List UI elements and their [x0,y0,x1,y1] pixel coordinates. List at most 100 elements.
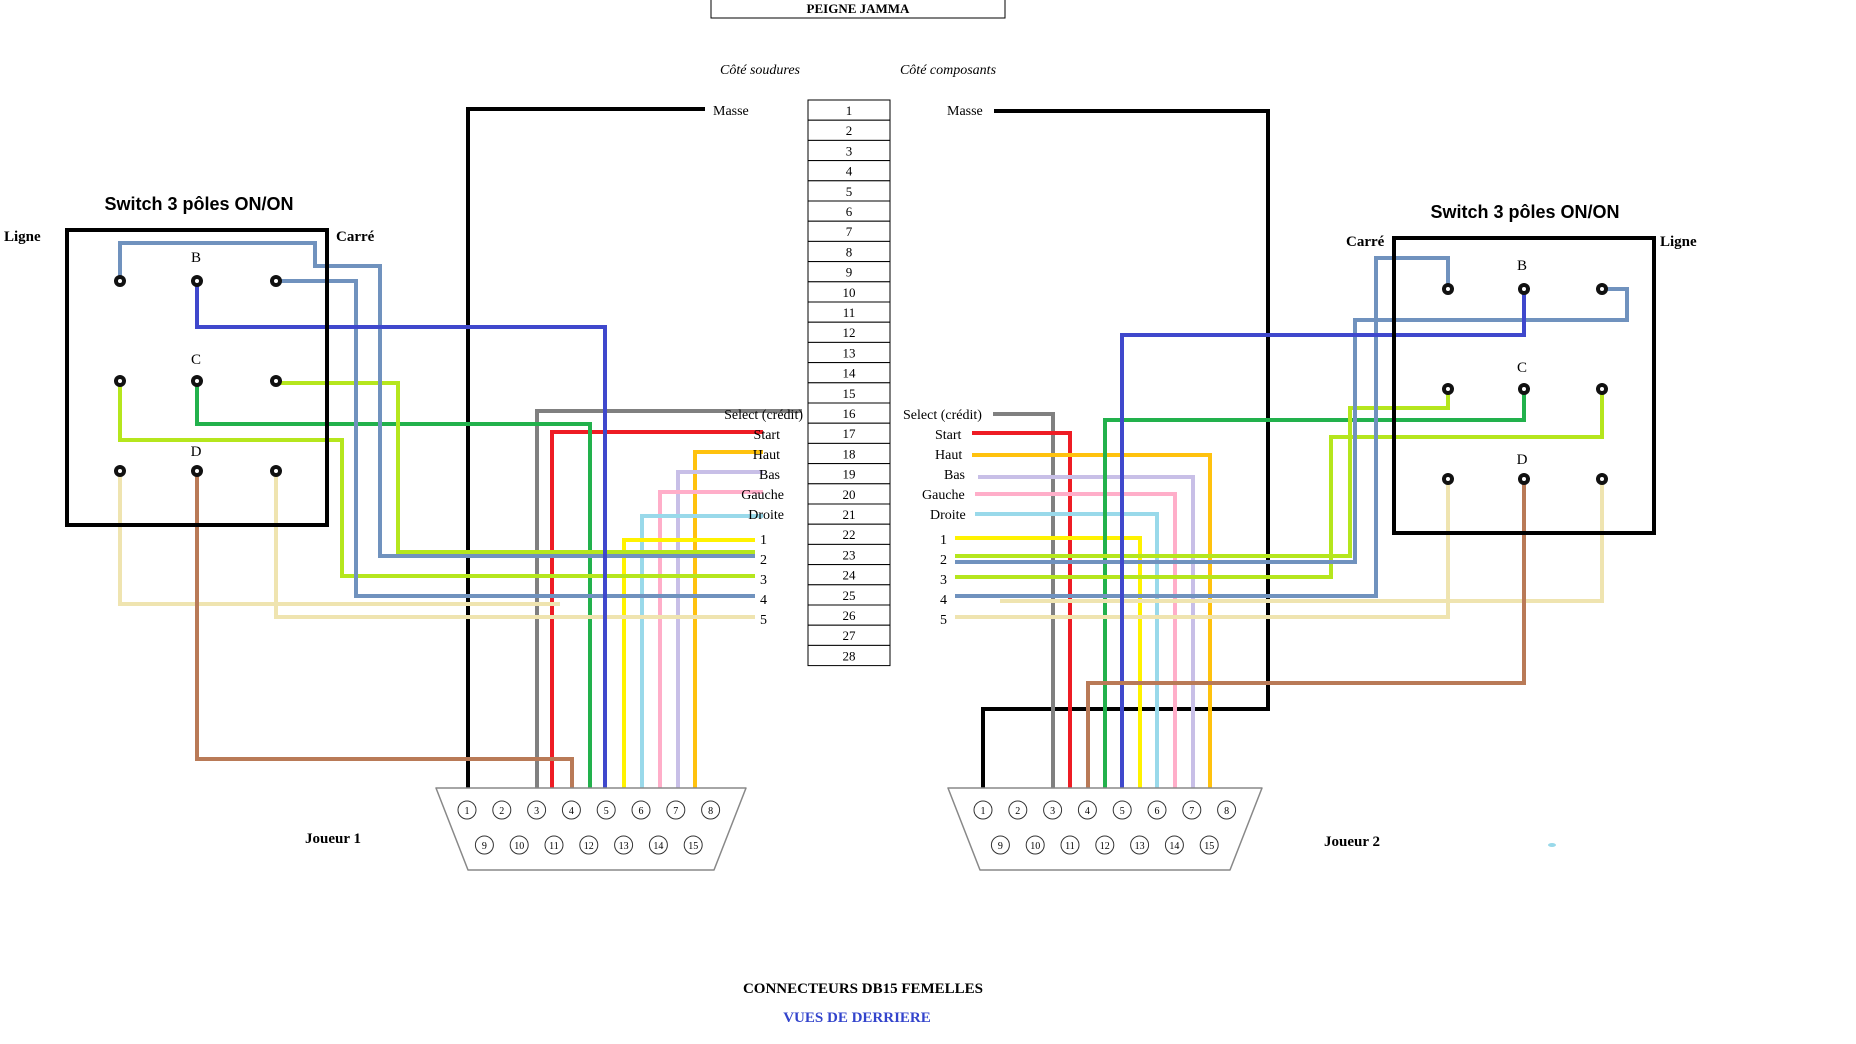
db15-pin-number: 10 [1030,841,1040,852]
switch-right-c: C [1517,360,1527,376]
switch-box-right [1392,236,1656,535]
switch-terminal-hole [195,279,199,283]
wire-p1-b5 [274,471,755,619]
switch-terminal-hole [1600,287,1604,291]
label-droite-left: Droite [748,508,784,523]
db15-pin-number: 9 [482,841,487,852]
db15-pin-number: 13 [619,841,629,852]
wire-p1-select [535,409,802,810]
stray-mark [1548,843,1556,847]
db15-pin [1130,835,1150,855]
edge-pin-number: 7 [846,224,853,239]
jamma-edge-table: 1234567891011121314151617181920212223242… [807,99,891,667]
edge-pin-number: 27 [843,628,857,643]
edge-pin-number: 19 [843,467,856,482]
wire-p2-gauche [975,492,1177,845]
footer-connectors: CONNECTEURS DB15 FEMELLES [743,981,983,997]
edge-pin-number: 11 [843,305,856,320]
wire-p1-b2-green [195,381,592,845]
db15-pin-number: 5 [1120,806,1125,817]
edge-pin-number: 17 [843,426,857,441]
ligne-label-left: Ligne [4,229,41,245]
wire-p1-b3 [118,381,755,578]
wire-p2-b5-ligne [1000,479,1604,603]
switch-terminal-hole [118,469,122,473]
db15-pin-number: 14 [653,841,663,852]
switch-terminal-hole [195,469,199,473]
wire-p1-b4 [276,279,755,598]
label-droite-right: Droite [930,508,966,523]
db15-connector-left [435,787,747,871]
wire-p2-switch-d [1086,479,1526,810]
wire-p1-b5-ligne [118,471,560,606]
switch-terminal-hole [1522,287,1526,291]
edge-pin-number: 16 [843,406,857,421]
player2-label: Joueur 2 [1324,834,1380,850]
db15-pin-number: 2 [1015,806,1020,817]
switch-terminal-hole [118,279,122,283]
wire-p2-bas [978,475,1195,810]
wire-p2-select [993,412,1055,810]
switch-terminal-hole [1600,477,1604,481]
edge-pin-number: 21 [843,507,856,522]
db15-pin [474,835,494,855]
db15-pin [1095,835,1115,855]
edge-pin-number: 15 [843,386,856,401]
edge-pin-number: 22 [843,527,856,542]
db15-pin [648,835,668,855]
db15-pin [579,835,599,855]
db15-pin-number: 6 [639,806,644,817]
label-b1-left: 1 [760,533,767,548]
db15-pin-number: 8 [1224,806,1229,817]
edge-pin-number: 18 [843,446,856,461]
db15-pin [544,835,564,855]
label-b2-left: 2 [760,553,767,568]
ligne-label-right: Ligne [1660,234,1697,250]
switch-terminal-hole [274,279,278,283]
label-b5-right: 5 [940,613,947,628]
edge-pin-number: 20 [843,487,856,502]
wire-p2-b5 [955,479,1450,619]
switch-terminal-hole [1446,287,1450,291]
switch-left-d: D [191,444,202,460]
db15-pin-number: 3 [1050,806,1055,817]
db15-pin [990,835,1010,855]
switch-terminal-hole [1522,477,1526,481]
db15-pin [1043,800,1063,820]
switch-left-c: C [191,352,201,368]
switch-terminal-hole [195,379,199,383]
db15-pin [492,800,512,820]
label-gauche-right: Gauche [922,488,965,503]
switch-right-d: D [1517,452,1528,468]
label-select-left: Select (crédit) [724,408,803,423]
db15-pin [1060,835,1080,855]
switch-title-right: Switch 3 pôles ON/ON [1430,202,1619,222]
wire-p1-bas [676,470,763,810]
edge-pin-number: 5 [846,184,853,199]
wire-p2-haut [972,453,1212,845]
edge-pin-number: 10 [843,285,856,300]
wire-p2-droite [975,512,1159,810]
edge-pin-number: 14 [843,366,857,381]
db15-pin-number: 7 [1189,806,1194,817]
db15-pin-number: 3 [534,806,539,817]
switch-terminal-hole [118,379,122,383]
label-haut-right: Haut [935,448,962,463]
wire-p2-start [972,431,1072,845]
wire-p1-switch-d [195,471,574,810]
label-b3-right: 3 [940,573,947,588]
wire-p1-haut [693,450,763,845]
switch-right-b: B [1517,258,1527,274]
carre-label-right: Carré [1346,234,1385,250]
db15-pin-number: 4 [569,806,574,817]
edge-pin-cell [807,644,891,667]
edge-pin-number: 8 [846,244,853,259]
switch-title-left: Switch 3 pôles ON/ON [104,194,293,214]
db15-pin [1199,835,1219,855]
edge-pin-number: 26 [843,608,857,623]
wire-p1-b2 [276,381,755,554]
edge-pin-number: 12 [843,325,856,340]
switch-terminal-hole [1446,387,1450,391]
